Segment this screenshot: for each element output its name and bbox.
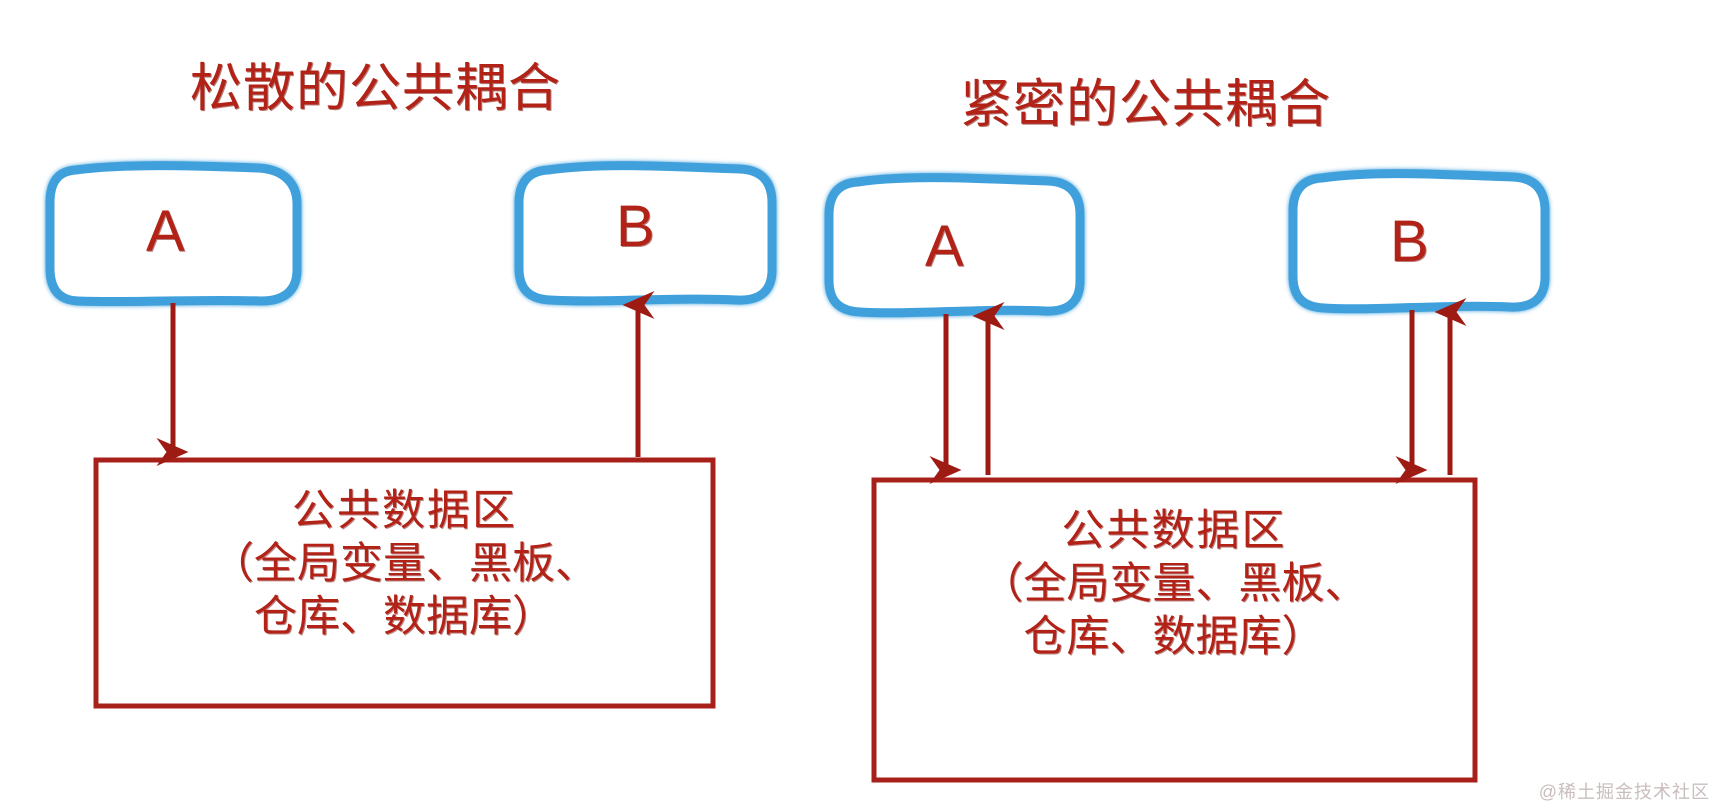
watermark: @稀土掘金技术社区 <box>1538 782 1710 802</box>
store-line-1: 公共数据区 <box>292 487 517 535</box>
module-box-loose-a[interactable] <box>45 161 302 307</box>
module-box-tight-a[interactable] <box>824 173 1085 318</box>
panel-title-loose: 松散的公共耦合 <box>190 60 562 118</box>
common-data-store-loose[interactable] <box>93 457 716 709</box>
store-line-2: （全局变量、黑板、 <box>211 540 598 588</box>
panel-title-tight: 紧密的公共耦合 <box>960 76 1332 134</box>
store-line-3: 仓库、数据库） <box>254 593 555 641</box>
module-box-tight-b[interactable] <box>1288 169 1550 314</box>
module-box-loose-b[interactable] <box>514 161 777 306</box>
common-data-store-label-tight: 公共数据区 （全局变量、黑板、 仓库、数据库） <box>874 505 1474 664</box>
common-data-store-label-loose: 公共数据区 （全局变量、黑板、 仓库、数据库） <box>96 485 713 644</box>
module-label-tight-a: A <box>925 214 964 279</box>
store-line-3: 仓库、数据库） <box>1023 613 1325 661</box>
module-label-loose-a: A <box>146 199 185 264</box>
module-label-loose-b: B <box>616 194 655 259</box>
module-label-tight-b: B <box>1390 209 1429 274</box>
common-data-store-tight[interactable] <box>871 477 1478 783</box>
store-line-2: （全局变量、黑板、 <box>980 560 1368 608</box>
store-line-1: 公共数据区 <box>1061 507 1287 555</box>
